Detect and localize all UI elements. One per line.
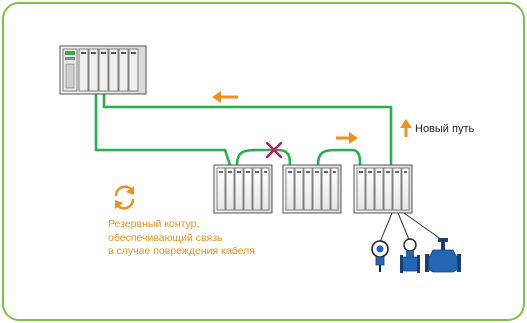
circular-arrows-icon [114, 185, 135, 210]
cable-broken-segment [235, 148, 292, 166]
cable-break-x-icon [265, 141, 283, 159]
io-rack-icon [213, 164, 273, 214]
control-valve-icon [425, 238, 461, 273]
cable-segment-2-3 [316, 148, 362, 166]
arrow-left-icon [212, 91, 238, 103]
arrow-right-icon [336, 132, 358, 144]
plc-controller-icon [59, 45, 147, 95]
new-path-label: Новый путь [415, 123, 475, 135]
field-wiring [379, 212, 443, 243]
network-cables [94, 94, 393, 166]
cable-main-path [94, 94, 232, 166]
backup-caption-line: Резервный контур, [108, 218, 200, 230]
backup-caption-line: в случае повреждения кабеля [108, 245, 255, 257]
arrow-up-icon [400, 119, 412, 137]
flow-meter-icon [400, 238, 420, 273]
backup-caption-line: обеспечивающий связь [108, 231, 223, 244]
io-rack-icon [282, 164, 342, 214]
cable-new-path [102, 94, 393, 165]
io-rack-icon [353, 164, 413, 214]
pressure-transmitter-icon [371, 240, 389, 272]
backup-ring-caption: Резервный контур, обеспечивающий связь в… [108, 218, 255, 259]
